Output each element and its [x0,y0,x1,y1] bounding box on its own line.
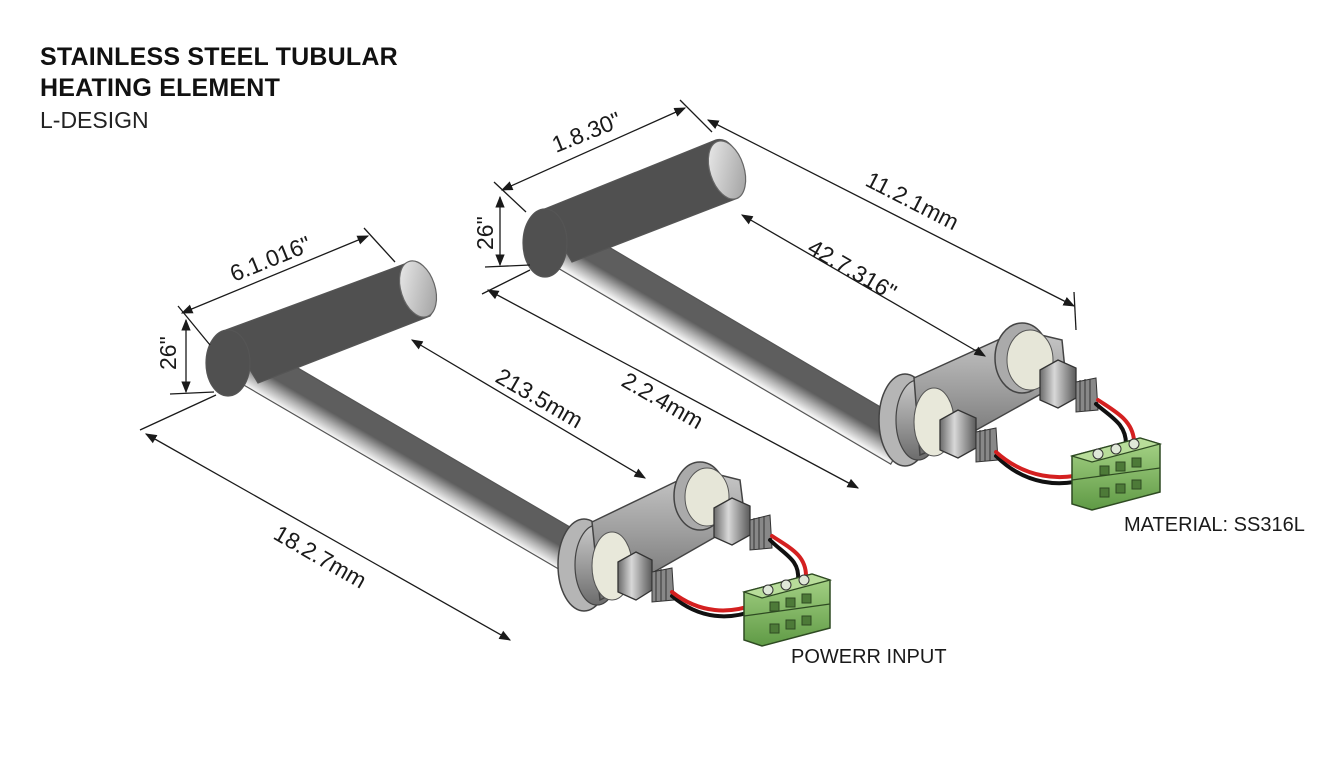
left-terminal-block [741,573,833,647]
left-overall-length-dim: 18.2.7mm [270,520,372,594]
dimension-lines [139,99,1077,641]
subtitle: L-DESIGN [40,107,149,133]
right-wires [994,398,1136,486]
right-short-leg-dim: 1.8.30" [548,107,625,158]
left-heating-element [205,260,833,647]
right-inner-length-dim: 42.7.316" [804,234,902,305]
right-terminal-block [1069,437,1163,511]
left-flange-assembly [557,461,773,612]
material-label: MATERIAL: SS316L [1124,514,1305,536]
title-line-1: STAINLESS STEEL TUBULAR [40,43,398,71]
right-short-tube [541,139,747,263]
right-heating-element [522,139,1163,511]
right-elbow [522,208,568,278]
left-inner-length-dim: 213.5mm [492,363,588,433]
left-short-tube [225,260,438,384]
title-line-2: HEATING ELEMENT [40,74,281,102]
left-height-dim: 26" [155,336,181,370]
right-height-dim: 26" [472,216,498,250]
left-short-leg-dim: 6.1.016" [226,231,314,287]
title-block: STAINLESS STEEL TUBULAR HEATING ELEMENT … [40,42,398,135]
left-elbow [205,329,251,397]
right-flange-assembly [878,322,1099,467]
power-input-label: POWERR INPUT [791,646,947,668]
right-overall-top-dim: 11.2.1mm [862,166,963,235]
